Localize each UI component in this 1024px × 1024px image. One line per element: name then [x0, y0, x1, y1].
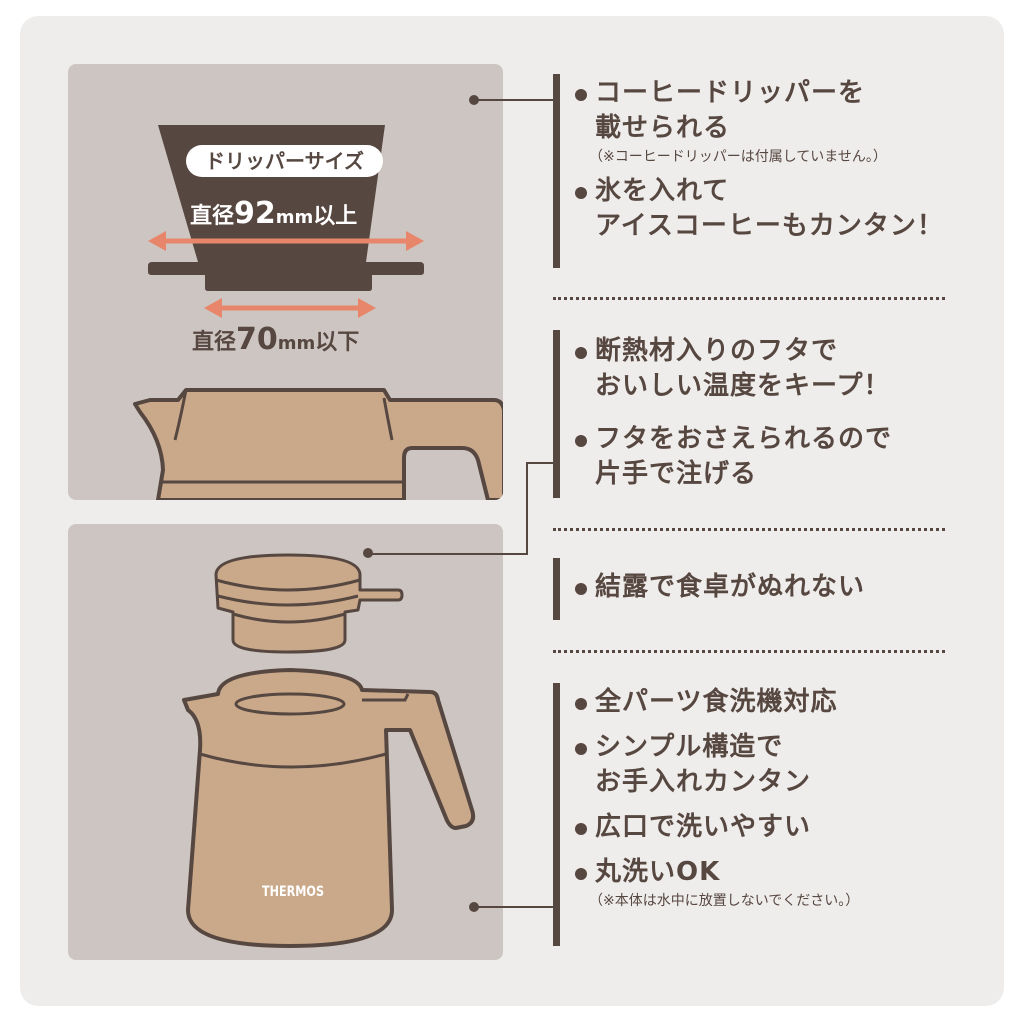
- feature-item: 断熱材入りのフタで おいしい温度をキープ！: [575, 334, 892, 404]
- bullet-icon: [575, 823, 587, 835]
- feature-item: コーヒードリッパーを 載せられる （※コーヒードリッパーは付属していません。）: [575, 76, 944, 168]
- dotted-divider: [553, 528, 945, 531]
- pitcher-lid-illustration: [182, 553, 476, 948]
- feature-note: （※コーヒードリッパーは付属していません。）: [589, 149, 887, 165]
- feature-item: 広口で洗いやすい: [575, 810, 859, 845]
- dripper-pitcher-illustration: [133, 125, 503, 500]
- feature-item: フタをおさえられるので 片手で注げる: [575, 422, 892, 492]
- bullet-icon: [575, 698, 587, 710]
- thermos-brand-logo: THERMOS: [262, 884, 325, 900]
- bullet-icon: [575, 187, 587, 199]
- upper-diameter-label: 直径92mm以上: [190, 196, 358, 231]
- lower-diameter-label: 直径70mm以下: [192, 322, 360, 357]
- dripper-size-label: ドリッパーサイズ: [186, 145, 383, 177]
- dripper-illustration-panel: ドリッパーサイズ 直径92mm以上 直径70mm以下: [68, 64, 503, 500]
- connector-line-lid-v: [526, 462, 528, 555]
- feature-item: 丸洗いOK （※本体は水中に放置しないでください。）: [575, 855, 859, 912]
- bullet-icon: [575, 868, 587, 880]
- bullet-icon: [575, 743, 587, 755]
- feature-item: 結露で食卓がぬれない: [575, 570, 865, 605]
- feature-note: （※本体は水中に放置しないでください。）: [589, 893, 860, 909]
- connector-line-body: [474, 906, 556, 908]
- feature-item: シンプル構造で お手入れカンタン: [575, 730, 859, 800]
- feature-item: 全パーツ食洗機対応: [575, 685, 859, 720]
- dotted-divider: [553, 650, 945, 653]
- feature-item: 氷を入れて アイスコーヒーもカンタン！: [575, 174, 944, 244]
- group-bar: [553, 558, 560, 620]
- group-bar: [553, 74, 560, 268]
- connector-line-lid-h2: [526, 462, 556, 464]
- bullet-icon: [575, 583, 587, 595]
- group-bar: [553, 683, 560, 946]
- bullet-icon: [575, 347, 587, 359]
- group-bar: [553, 330, 560, 498]
- bullet-icon: [575, 435, 587, 447]
- dotted-divider: [553, 297, 945, 300]
- pitcher-illustration-panel: THERMOS: [68, 524, 503, 960]
- connector-line-top: [474, 99, 556, 101]
- connector-line-lid-h: [368, 553, 528, 555]
- bullet-icon: [575, 89, 587, 101]
